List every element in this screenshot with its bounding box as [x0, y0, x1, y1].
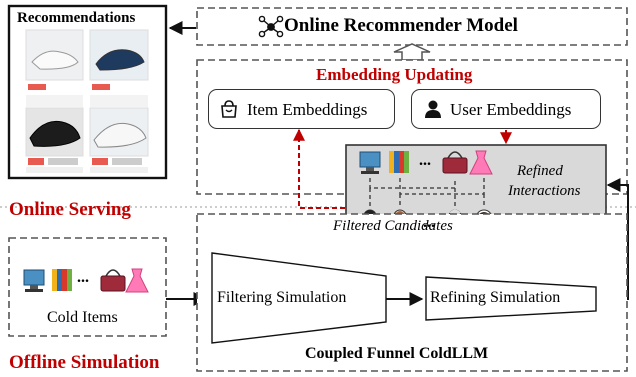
monitor-icon — [23, 269, 45, 292]
user-embeddings-label: User Embeddings — [450, 100, 572, 119]
monitor-icon — [359, 151, 381, 174]
refined-items-ellipsis: ... — [419, 152, 431, 169]
cold-item-icons — [23, 268, 149, 293]
refining-simulation-funnel — [425, 276, 597, 321]
network-hub-icon — [258, 15, 284, 38]
refined-interactions-label-line2: Interactions — [508, 183, 581, 199]
coldllm-title: Coupled Funnel ColdLLM — [305, 345, 489, 362]
item-embeddings-label: Item Embeddings — [247, 100, 368, 119]
offline-simulation-label: Offline Simulation — [9, 352, 160, 373]
online-model-title: Online Recommender Model — [284, 15, 518, 36]
refining-simulation-label: Refining Simulation — [430, 289, 561, 306]
user-embeddings-node: User Embeddings — [411, 89, 601, 129]
binders-icon — [389, 151, 409, 173]
recommendations-title: Recommendations — [17, 10, 136, 26]
cold-items-label: Cold Items — [47, 309, 118, 326]
item-embeddings-node: Item Embeddings — [208, 89, 395, 129]
filtering-simulation-label: Filtering Simulation — [217, 289, 347, 306]
dress-icon — [125, 268, 149, 293]
binders-icon — [52, 269, 72, 291]
interaction-links — [369, 178, 485, 207]
filtering-simulation-funnel — [211, 252, 387, 344]
handbag-icon — [442, 151, 468, 174]
cold-items-ellipsis: ... — [77, 269, 89, 286]
update-up-arrow — [393, 43, 431, 61]
user-icon — [425, 100, 441, 118]
arrow-refined-to-item-embeddings — [293, 128, 345, 209]
refined-item-icons — [359, 150, 493, 175]
shopping-bag-icon — [221, 100, 237, 118]
online-serving-label: Online Serving — [9, 199, 131, 220]
refined-users-ellipsis: ... — [423, 214, 435, 231]
filtered-candidates-label: Filtered Candidates — [333, 218, 453, 234]
handbag-icon — [100, 269, 126, 292]
dress-icon — [469, 150, 493, 175]
embedding-updating-title: Embedding Updating — [316, 65, 473, 84]
recommendations-grid — [25, 29, 149, 173]
refined-interactions-label-line1: Refined — [517, 163, 563, 179]
